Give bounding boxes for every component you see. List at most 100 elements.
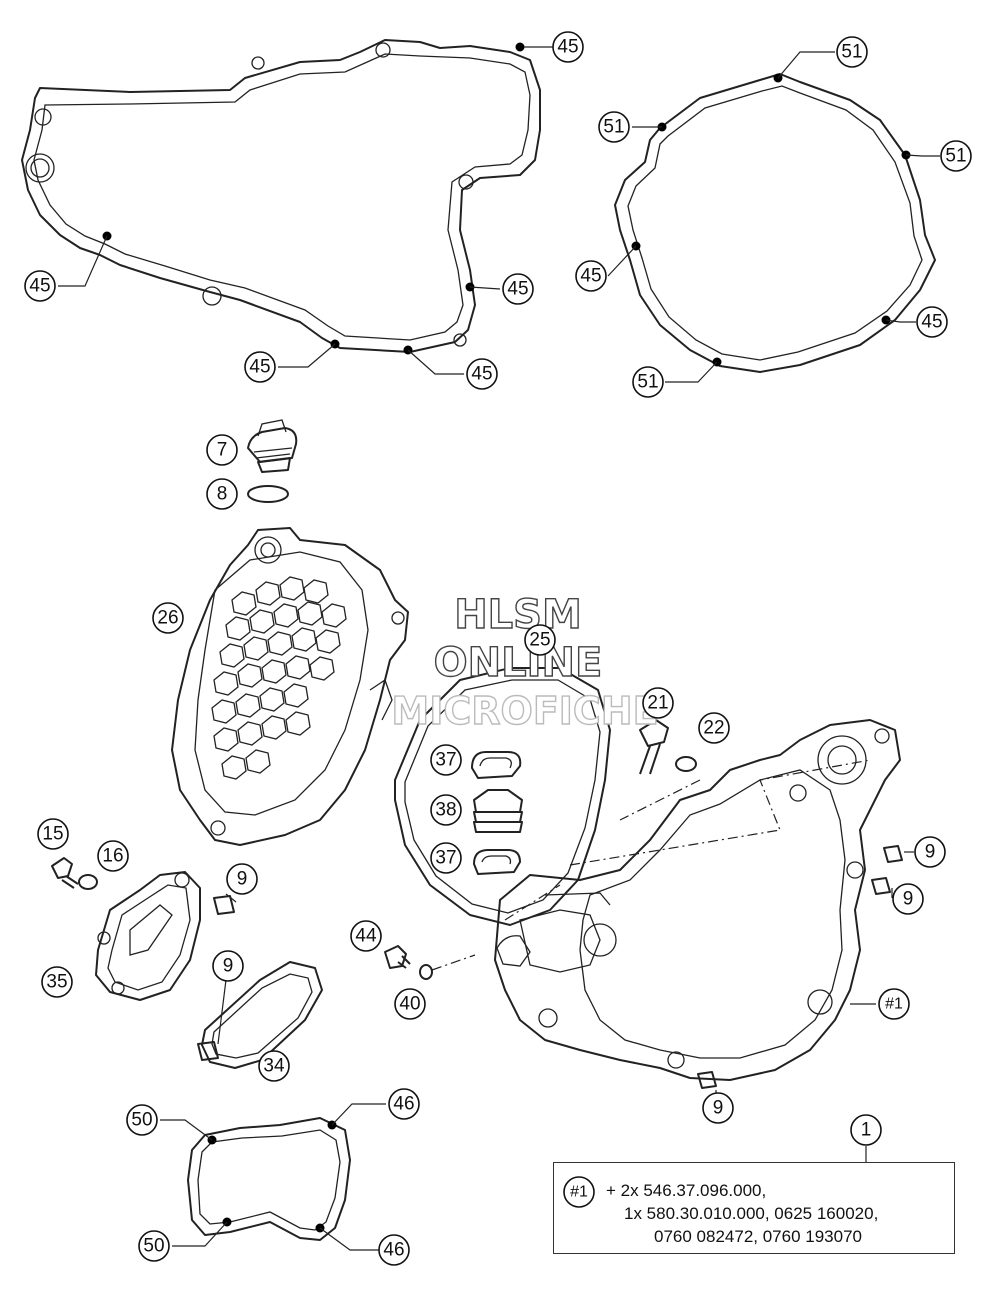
callout-label: 51 [603,117,624,138]
callout-label: 50 [131,1110,152,1131]
callout-label: 25 [529,630,550,651]
watermark-line3: MICROFICHE [391,689,658,733]
callout-45-top[interactable]: 45 [552,31,584,63]
callout-9-bottom[interactable]: 9 [702,1092,734,1124]
callout-label: 50 [143,1236,164,1257]
callout-label: 21 [647,693,668,714]
callout-label: 16 [102,846,123,867]
callout-label: 45 [507,279,528,300]
callout-label: 37 [435,750,456,771]
alignment-lines [431,759,871,971]
callout-label: 35 [46,972,67,993]
kit-contents-note: #1 + 2x 546.37.096.000, 1x 580.30.010.00… [553,1162,955,1254]
cover-gasket [394,667,611,926]
callout-45-bottom-left[interactable]: 45 [244,351,276,383]
callout-label: 51 [841,42,862,63]
callout-label: 51 [637,372,658,393]
callout-label: 38 [435,800,456,821]
callout-46-bottom[interactable]: 46 [378,1234,410,1266]
callout-1[interactable]: 1 [850,1114,882,1146]
callout-label: 22 [703,718,724,739]
callout-7[interactable]: 7 [206,434,238,466]
drain-screw [51,857,79,889]
note-ref-label: #1 [570,1184,588,1201]
callout-25[interactable]: 25 [524,624,556,656]
callout-label: 44 [355,926,377,947]
callout-label: 46 [383,1240,404,1261]
callout-34[interactable]: 34 [258,1050,290,1082]
crankcase-gasket-left [21,39,541,355]
callout-51-bottom[interactable]: 51 [632,366,664,398]
water-pump-gasket [201,961,323,1069]
callout-label: 45 [580,266,601,287]
callout-37-lower[interactable]: 37 [430,842,462,874]
watermark: HLSM ONLINE MICROFICHE [391,591,660,733]
callout-45-bottom-right[interactable]: 45 [466,358,498,390]
callout-51-left[interactable]: 51 [598,111,630,143]
callout-label: 37 [435,848,456,869]
callout-8[interactable]: 8 [206,478,238,510]
callout-label: 34 [263,1056,285,1077]
callout-label: 15 [42,824,63,845]
callout-45-right[interactable]: 45 [502,273,534,305]
callout-50-bottom[interactable]: 50 [138,1230,170,1262]
bleed-screw [639,719,669,775]
dowel-sleeves [197,845,903,1089]
note-ref-badge: #1 [563,1176,595,1208]
watermark-line2: ONLINE [434,640,603,686]
callout-label: 9 [223,956,234,977]
drain-washer [78,874,98,890]
callout-44[interactable]: 44 [350,920,382,952]
callout-9-cover-upper[interactable]: 9 [914,836,946,868]
callout-label: 45 [249,357,270,378]
callout-45-gasket-right-right[interactable]: 45 [916,306,948,338]
note-line-3: 0760 082472, 0760 193070 [654,1227,862,1246]
callout-45-gasket-right-left[interactable]: 45 [575,260,607,292]
callout-50-top[interactable]: 50 [126,1104,158,1136]
callout-label: 40 [399,994,420,1015]
callout-label: 45 [921,312,942,333]
seal-upper [471,751,522,779]
callout-ref-1[interactable]: #1 [878,988,910,1020]
oil-filler-plug [247,419,298,473]
callout-label: 9 [237,869,248,890]
callout-35[interactable]: 35 [41,966,73,998]
cover-screw [384,945,411,969]
callout-16[interactable]: 16 [97,840,129,872]
callout-51-right[interactable]: 51 [940,140,972,172]
note-line-2: 1x 580.30.010.000, 0625 160020, [624,1204,879,1223]
leader-lines [58,46,940,1251]
callout-label: 8 [217,484,228,505]
callout-label: 45 [557,37,578,58]
callout-label: 1 [861,1120,872,1141]
callout-46-top[interactable]: 46 [388,1088,420,1120]
cover-washer [419,964,433,980]
callout-9-pump-lower[interactable]: 9 [212,950,244,982]
water-pump-cover [95,871,201,1001]
ignition-cover [171,527,409,846]
callout-51-top[interactable]: 51 [836,36,868,68]
callout-label: 46 [393,1094,414,1115]
o-ring [247,485,289,503]
callout-label: 9 [903,889,914,910]
callout-45-left[interactable]: 45 [24,270,56,302]
callout-37-upper[interactable]: 37 [430,744,462,776]
callout-40[interactable]: 40 [394,988,426,1020]
callout-21[interactable]: 21 [642,687,674,719]
clutch-cover-gasket [614,73,936,373]
callout-38[interactable]: 38 [430,794,462,826]
callout-label: 9 [925,842,936,863]
callout-9-cover-lower[interactable]: 9 [892,883,924,915]
watermark-line1: HLSM [454,592,582,638]
callout-label: 45 [29,276,50,297]
callout-label: 26 [157,608,178,629]
callout-15[interactable]: 15 [37,818,69,850]
callout-26[interactable]: 26 [152,602,184,634]
seal-lower [473,849,521,875]
bleed-washer [675,756,697,772]
callout-22[interactable]: 22 [698,712,730,744]
callout-9-pump-upper[interactable]: 9 [226,863,258,895]
callout-label: 51 [945,146,966,167]
callout-label: #1 [885,996,903,1013]
